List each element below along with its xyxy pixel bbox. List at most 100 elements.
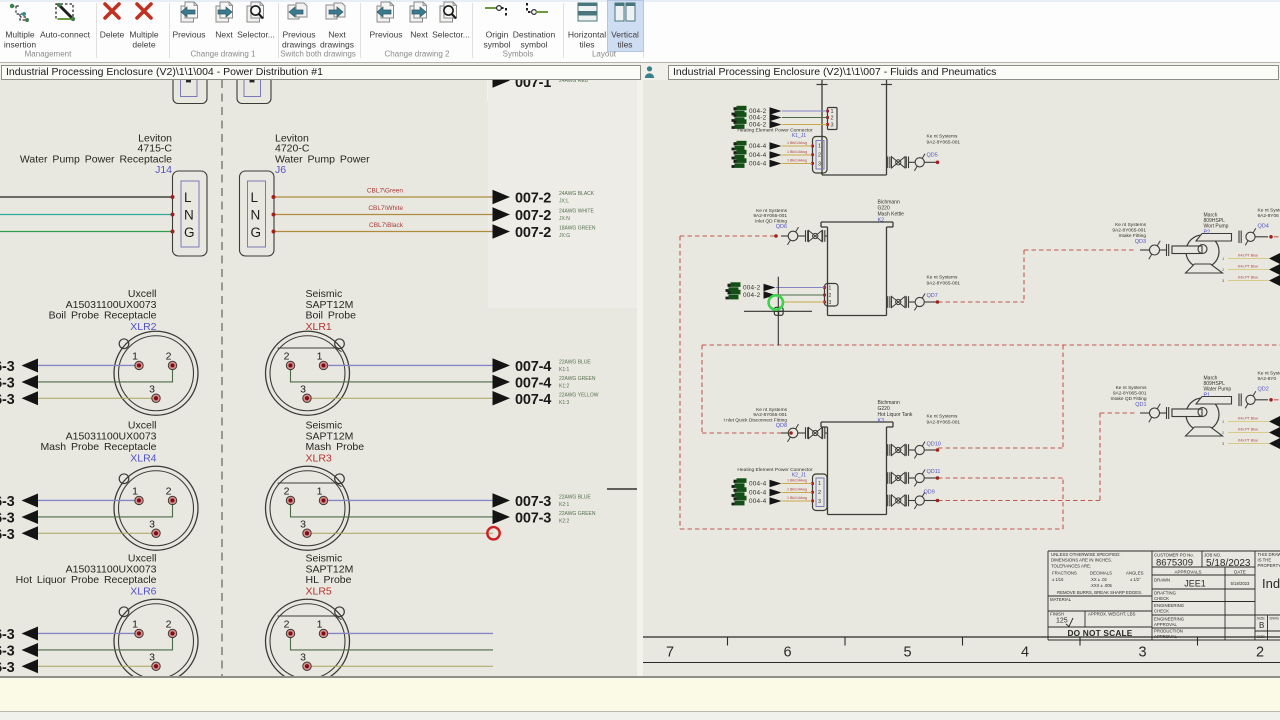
svg-text:1: 1 xyxy=(317,350,323,362)
svg-text:QD7: QD7 xyxy=(927,293,938,299)
svg-text:7: 7 xyxy=(666,645,674,661)
svg-text:1: 1 xyxy=(831,109,834,115)
svg-text:1 Blk\14Awg: 1 Blk\14Awg xyxy=(787,496,807,500)
svg-text:5/18/2023: 5/18/2023 xyxy=(1206,558,1251,569)
svg-text:tiles: tiles xyxy=(579,40,594,50)
svg-text:K4x:PT Blue: K4x:PT Blue xyxy=(1238,265,1258,269)
svg-text:P2: P2 xyxy=(1204,230,1211,236)
svg-text:1 Blk\14Awg: 1 Blk\14Awg xyxy=(787,150,807,154)
svg-text:Horizontal: Horizontal xyxy=(568,30,606,40)
svg-text:SIZE: SIZE xyxy=(1257,617,1266,621)
svg-text:CBL7\Green: CBL7\Green xyxy=(367,188,404,195)
svg-text:K2_J1: K2_J1 xyxy=(792,473,806,479)
svg-text:March: March xyxy=(1204,376,1218,382)
svg-text:006-3: 006-3 xyxy=(0,510,15,526)
svg-text:CBL7\White: CBL7\White xyxy=(368,205,403,212)
svg-text:symbol: symbol xyxy=(484,40,511,50)
svg-text:Bichmann: Bichmann xyxy=(878,200,900,206)
svg-text:K2:2: K2:2 xyxy=(559,518,570,524)
svg-text:Ke nt Systems: Ke nt Systems xyxy=(927,414,959,420)
svg-text:Layout: Layout xyxy=(592,50,617,59)
svg-text:004-2: 004-2 xyxy=(749,122,767,129)
svg-text:DRAFTING: DRAFTING xyxy=(1154,591,1177,596)
svg-text:3: 3 xyxy=(300,383,306,395)
svg-text:APPROVAL: APPROVAL xyxy=(1154,634,1177,639)
svg-text:± 1/2°: ± 1/2° xyxy=(1130,577,1141,582)
svg-text:Ke nt Systems: Ke nt Systems xyxy=(927,134,959,140)
svg-text:L: L xyxy=(251,190,259,205)
svg-text:2: 2 xyxy=(1222,430,1225,435)
svg-text:1 Blk\14Awg: 1 Blk\14Awg xyxy=(787,141,807,145)
svg-text:8675309: 8675309 xyxy=(1156,558,1193,569)
svg-text:004-4: 004-4 xyxy=(749,161,767,168)
svg-text:2: 2 xyxy=(284,618,290,630)
svg-text:Selector...: Selector... xyxy=(432,30,470,40)
svg-text:Ke nt Systems: Ke nt Systems xyxy=(1115,222,1147,228)
svg-text:K4x:PT Blue: K4x:PT Blue xyxy=(1238,276,1258,280)
svg-text:QD6: QD6 xyxy=(776,224,787,230)
svg-text:K3: K3 xyxy=(878,418,885,424)
svg-text:QD10: QD10 xyxy=(927,442,941,448)
svg-text:DO NOT SCALE: DO NOT SCALE xyxy=(1067,628,1132,638)
svg-text:3: 3 xyxy=(1222,278,1225,283)
svg-text:Previous: Previous xyxy=(369,30,402,40)
svg-text:APPROVAL: APPROVAL xyxy=(1154,622,1177,627)
svg-text:4: 4 xyxy=(1021,645,1029,661)
svg-text:9A2-8Y065-001: 9A2-8Y065-001 xyxy=(927,420,961,426)
svg-text:1: 1 xyxy=(317,485,323,497)
svg-text:XLR4: XLR4 xyxy=(130,453,156,465)
svg-text:UNLESS OTHERWISE SPECIFIED:: UNLESS OTHERWISE SPECIFIED: xyxy=(1051,552,1120,557)
svg-text:006-3: 006-3 xyxy=(0,392,15,408)
svg-text:tiles: tiles xyxy=(617,40,632,50)
svg-text:TOLERANCES ARE:: TOLERANCES ARE: xyxy=(1051,564,1091,569)
svg-text:Uxcell: Uxcell xyxy=(128,553,157,565)
svg-text:Boil Probe Receptacle: Boil Probe Receptacle xyxy=(49,310,157,322)
svg-text:P1: P1 xyxy=(1204,393,1211,399)
svg-text:22AWG YELLOW: 22AWG YELLOW xyxy=(559,392,599,398)
svg-text:006-3: 006-3 xyxy=(0,643,15,659)
svg-text:K4x:PT Blue: K4x:PT Blue xyxy=(1238,428,1258,432)
svg-text:9A2-8Y0: 9A2-8Y0 xyxy=(1258,376,1277,382)
svg-text:Inlet QD Fitting: Inlet QD Fitting xyxy=(755,218,787,224)
svg-text:Boil Probe: Boil Probe xyxy=(306,310,357,322)
svg-text:5/18/2023: 5/18/2023 xyxy=(1231,581,1250,586)
svg-text:1: 1 xyxy=(1222,419,1225,424)
svg-text:Mash Kettle: Mash Kettle xyxy=(878,212,905,218)
svg-text:004-2: 004-2 xyxy=(749,115,767,122)
svg-text:DECIMALS: DECIMALS xyxy=(1090,571,1112,576)
svg-text:006-3: 006-3 xyxy=(0,375,15,391)
svg-text:drawings: drawings xyxy=(320,40,354,50)
svg-text:3: 3 xyxy=(1138,645,1146,661)
svg-text:Origin: Origin xyxy=(486,30,509,40)
svg-text:125: 125 xyxy=(1056,618,1068,625)
svg-text:3: 3 xyxy=(149,383,155,395)
svg-text:CBL7\Black: CBL7\Black xyxy=(369,222,404,229)
svg-text:004-2: 004-2 xyxy=(743,292,761,299)
svg-text:XLR1: XLR1 xyxy=(306,321,332,333)
svg-text:G220: G220 xyxy=(878,206,890,212)
svg-text:007-4: 007-4 xyxy=(515,359,551,375)
svg-text:SAPT12M: SAPT12M xyxy=(306,564,354,576)
svg-text:1 Blk\14Awg: 1 Blk\14Awg xyxy=(787,478,807,482)
svg-text:SAPT12M: SAPT12M xyxy=(306,299,354,311)
svg-text:9A2-8Y06: 9A2-8Y06 xyxy=(1258,213,1280,219)
svg-text:1: 1 xyxy=(132,350,138,362)
svg-text:22AWG BLUE: 22AWG BLUE xyxy=(559,359,591,365)
svg-text:J6: J6 xyxy=(275,164,286,176)
svg-text:XLR5: XLR5 xyxy=(306,586,332,598)
svg-text:A15031100UX0073: A15031100UX0073 xyxy=(66,564,157,576)
svg-text:K2: K2 xyxy=(878,218,885,224)
svg-text:K4x:PT Blue: K4x:PT Blue xyxy=(1238,417,1258,421)
svg-text:24AWG WHITE: 24AWG WHITE xyxy=(559,209,594,215)
svg-text:Ke nt Systems: Ke nt Systems xyxy=(756,407,788,413)
svg-text:B: B xyxy=(1259,621,1264,630)
svg-text:3: 3 xyxy=(149,651,155,663)
svg-text:insertion: insertion xyxy=(4,40,36,50)
svg-text:004-2: 004-2 xyxy=(749,108,767,115)
svg-text:4720-C: 4720-C xyxy=(275,143,310,155)
svg-text:QD11: QD11 xyxy=(927,469,941,475)
svg-text:K1:3: K1:3 xyxy=(559,400,570,406)
svg-text:Uxcell: Uxcell xyxy=(128,288,157,300)
svg-text:Leviton: Leviton xyxy=(275,133,309,145)
svg-text:XLR3: XLR3 xyxy=(306,453,332,465)
